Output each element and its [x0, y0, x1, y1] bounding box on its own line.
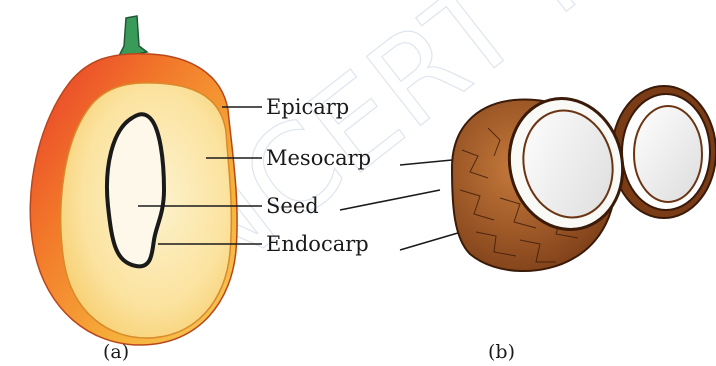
caption-a: (a) [103, 341, 129, 363]
mango-illustration [30, 16, 237, 345]
mango-endocarp [107, 114, 164, 266]
mango-stalk [118, 16, 147, 58]
label-mesocarp: Mesocarp [266, 146, 371, 170]
label-endocarp: Endocarp [266, 232, 369, 256]
label-epicarp: Epicarp [266, 95, 349, 119]
coconut-illustration [452, 86, 716, 271]
coconut-back-meat [634, 106, 702, 202]
caption-b: (b) [488, 341, 515, 363]
label-seed: Seed [266, 194, 319, 218]
